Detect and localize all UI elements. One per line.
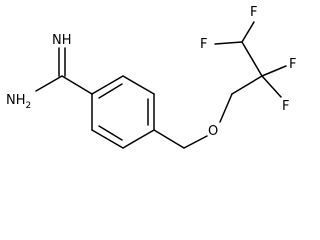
amine-nh2-label: NH2 — [6, 93, 31, 111]
cf2-f-bottom-bond — [261, 75, 282, 98]
benzylic-bond — [153, 129, 185, 149]
imine-nh-label: NH — [52, 33, 72, 48]
ring-double-bond — [98, 83, 123, 99]
structure-canvas: NH NH2 O F F F F — [6, 5, 296, 149]
o-ch2-bond — [219, 93, 233, 123]
fluorine-bottom-label: F — [282, 99, 289, 114]
ch2-cf2-bond — [231, 75, 263, 95]
cf2-chf2-bond — [241, 41, 263, 77]
chf2-f-top-bond — [241, 21, 255, 43]
ring-bond — [91, 129, 124, 149]
fluorine-top-label: F — [250, 5, 257, 20]
ring-bond — [122, 75, 155, 95]
cf2-f-right-bond — [261, 65, 287, 77]
tetrafluoropropyl-group: F F F F — [200, 5, 296, 114]
fluorine-right-label: F — [289, 57, 296, 72]
ring-bond — [91, 75, 124, 95]
amine-bond — [35, 75, 63, 92]
aryl-amidine-bond — [61, 75, 93, 95]
benzene-ring — [91, 75, 155, 149]
fluorine-left-label: F — [200, 37, 207, 52]
ch2-o-bond — [183, 135, 208, 149]
amidine-group: NH NH2 — [6, 33, 93, 111]
ether-chain: O — [153, 93, 233, 149]
ring-bond — [122, 129, 155, 149]
ether-oxygen-label: O — [208, 124, 218, 139]
ring-double-bond — [98, 125, 123, 141]
chf2-f-left-bond — [214, 41, 243, 45]
molecule-diagram: NH NH2 O F F F F — [6, 5, 296, 149]
